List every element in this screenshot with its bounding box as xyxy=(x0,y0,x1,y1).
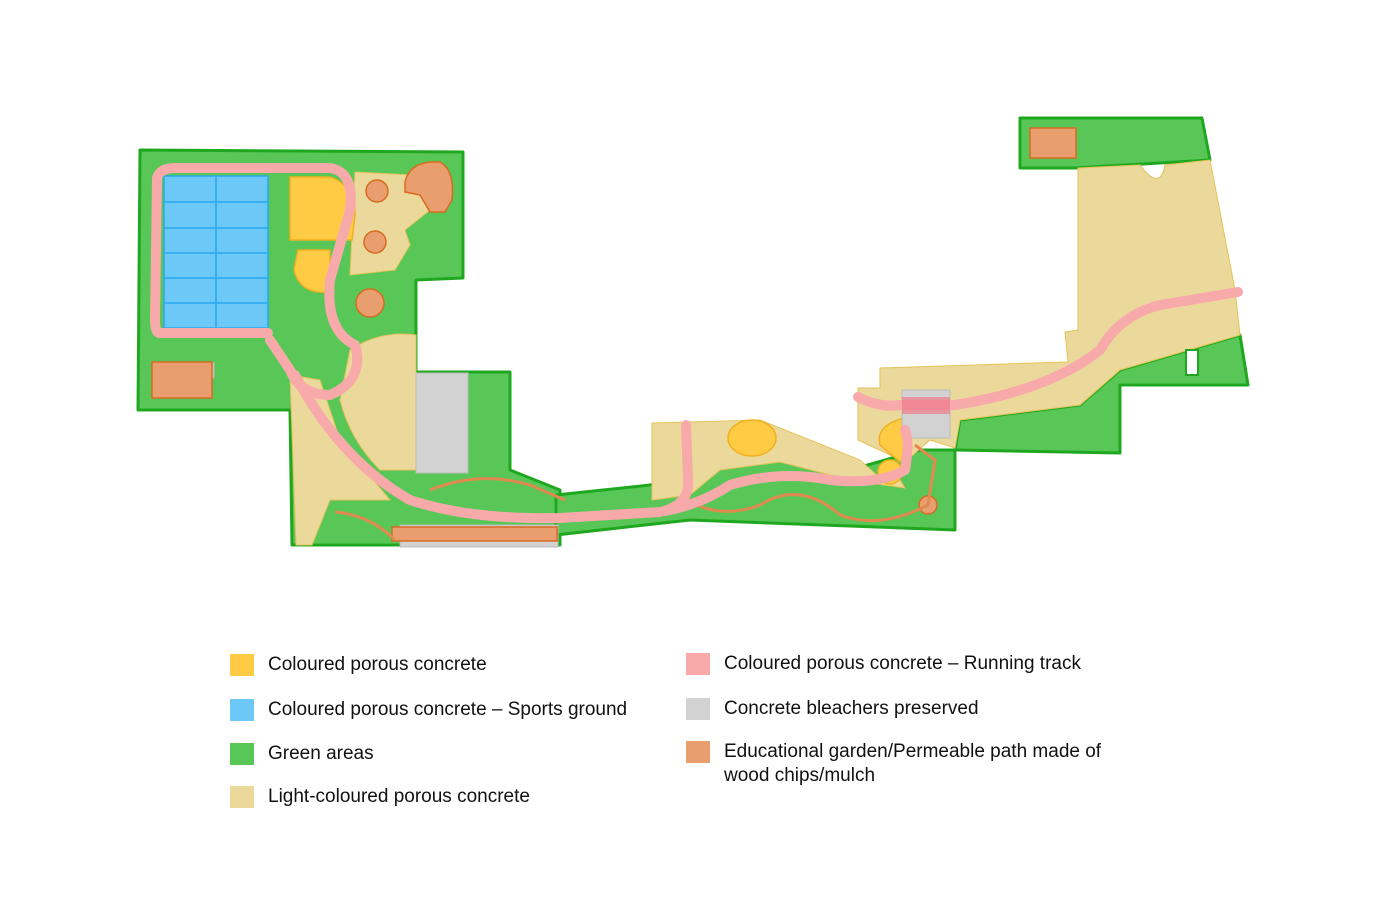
garden-north xyxy=(404,161,454,213)
legend-swatch xyxy=(686,698,710,720)
white-structure-east xyxy=(1185,349,1199,376)
legend-label: Light-coloured porous concrete xyxy=(268,786,530,807)
legend-label: Coloured porous concrete xyxy=(268,654,487,675)
legend-item-light-porous: Light-coloured porous concrete xyxy=(230,785,530,809)
legend-item-educational-garden: Educational garden/Permeable path made o… xyxy=(686,740,1144,788)
running-track xyxy=(150,163,1243,524)
yellow-circle-central xyxy=(727,419,777,457)
garden-northeast xyxy=(1029,127,1077,159)
legend-label: Green areas xyxy=(268,743,374,764)
mulch-path-southwest xyxy=(334,510,397,542)
legend-item-coloured-porous: Coloured porous concrete xyxy=(230,653,487,677)
garden-circle-1 xyxy=(365,179,389,203)
garden-circle-2 xyxy=(363,230,387,254)
legend-swatch xyxy=(230,743,254,765)
legend-item-running-track: Coloured porous concrete – Running track xyxy=(686,652,1081,676)
garden-circle-3 xyxy=(355,288,385,318)
mulch-path-west xyxy=(429,477,566,502)
legend-label: Concrete bleachers preserved xyxy=(724,698,979,719)
legend-label: Coloured porous concrete – Running track xyxy=(724,653,1081,674)
garden-strip-south xyxy=(391,526,558,542)
running-track-crossing xyxy=(902,397,950,414)
legend-item-bleachers: Concrete bleachers preserved xyxy=(686,697,979,721)
bleachers-west xyxy=(415,372,469,474)
plaza-east xyxy=(857,159,1241,463)
legend-item-sports-ground: Coloured porous concrete – Sports ground xyxy=(230,698,627,722)
legend-swatch xyxy=(230,786,254,808)
garden-west-building xyxy=(151,361,213,399)
legend-swatch xyxy=(230,699,254,721)
legend-swatch xyxy=(230,654,254,676)
legend-swatch xyxy=(686,653,710,675)
legend-swatch xyxy=(686,741,710,763)
mulch-path-central xyxy=(687,443,937,523)
legend-label: Coloured porous concrete – Sports ground xyxy=(268,699,628,720)
legend-item-green-areas: Green areas xyxy=(230,742,374,766)
sports-ground xyxy=(163,175,269,329)
legend-label: Educational garden/Permeable path made o… xyxy=(724,741,1102,786)
